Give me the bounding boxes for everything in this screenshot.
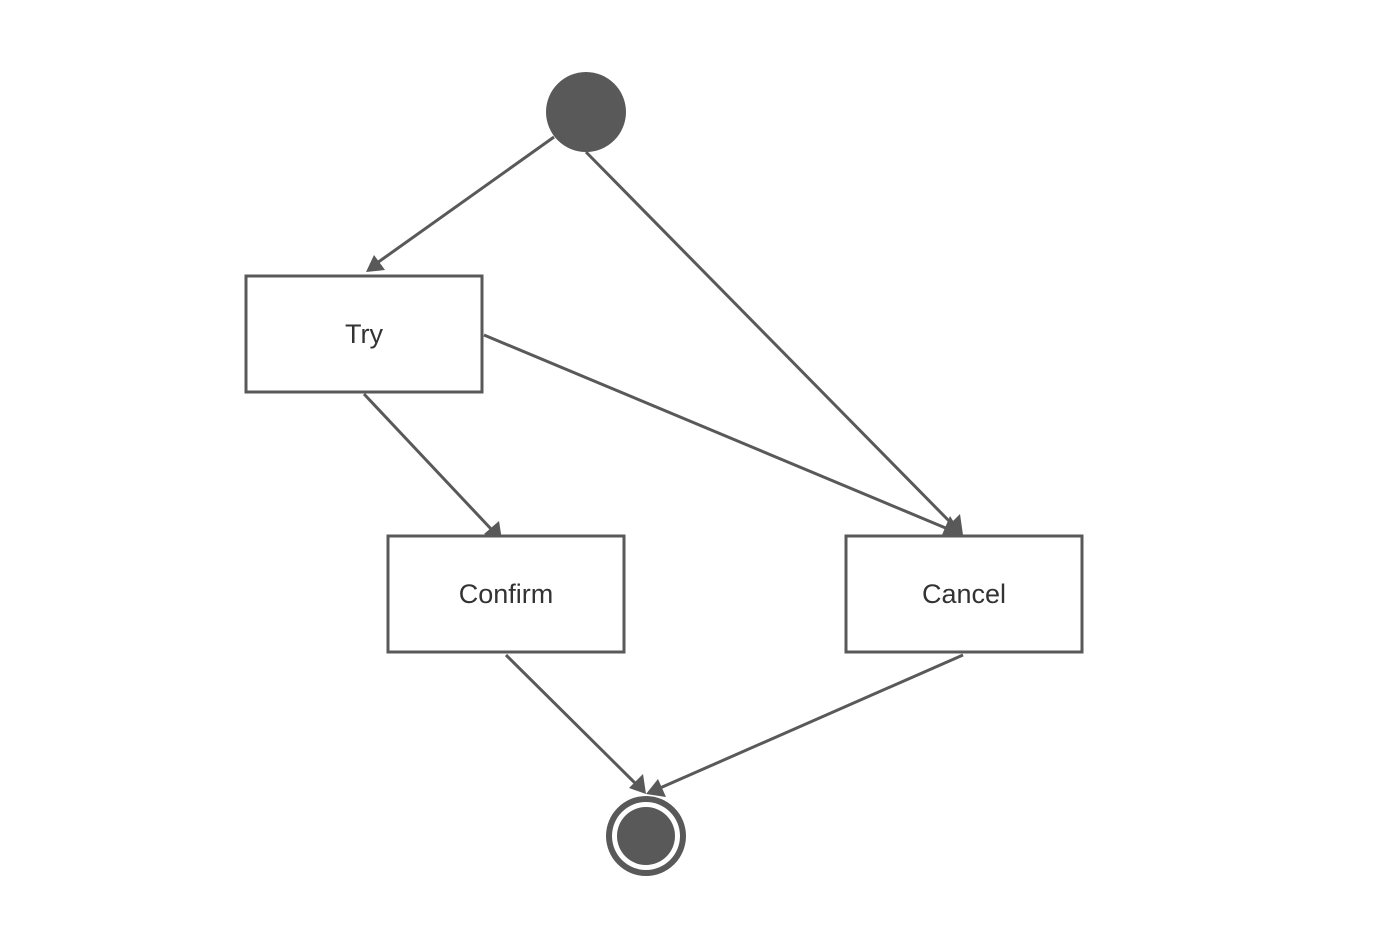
edge-start-to-cancel <box>584 150 955 527</box>
final-state-inner-dot <box>617 807 675 865</box>
edge-confirm-to-end <box>504 653 638 786</box>
state-cancel-label: Cancel <box>922 579 1006 609</box>
state-cancel-box <box>844 534 1084 654</box>
edge-start-to-try <box>376 135 555 265</box>
state-try: Try <box>244 274 484 394</box>
state-confirm-box <box>386 534 626 654</box>
edge-try-to-cancel <box>483 333 949 531</box>
arrowhead-try <box>366 255 385 272</box>
state-try-box <box>244 274 484 394</box>
arrowhead-cancel-from-try <box>942 516 962 535</box>
state-confirm-label: Confirm <box>459 579 554 609</box>
edges <box>362 135 964 797</box>
state-try-label: Try <box>345 319 383 349</box>
final-state <box>606 796 686 876</box>
arrowhead-end-from-confirm <box>629 774 646 794</box>
state-cancel: Cancel <box>844 534 1084 654</box>
edge-try-to-confirm <box>362 392 494 532</box>
arrowhead-end-from-cancel <box>646 779 666 797</box>
state-confirm: Confirm <box>386 534 626 654</box>
initial-state <box>546 72 626 152</box>
edge-cancel-to-end <box>659 653 964 790</box>
